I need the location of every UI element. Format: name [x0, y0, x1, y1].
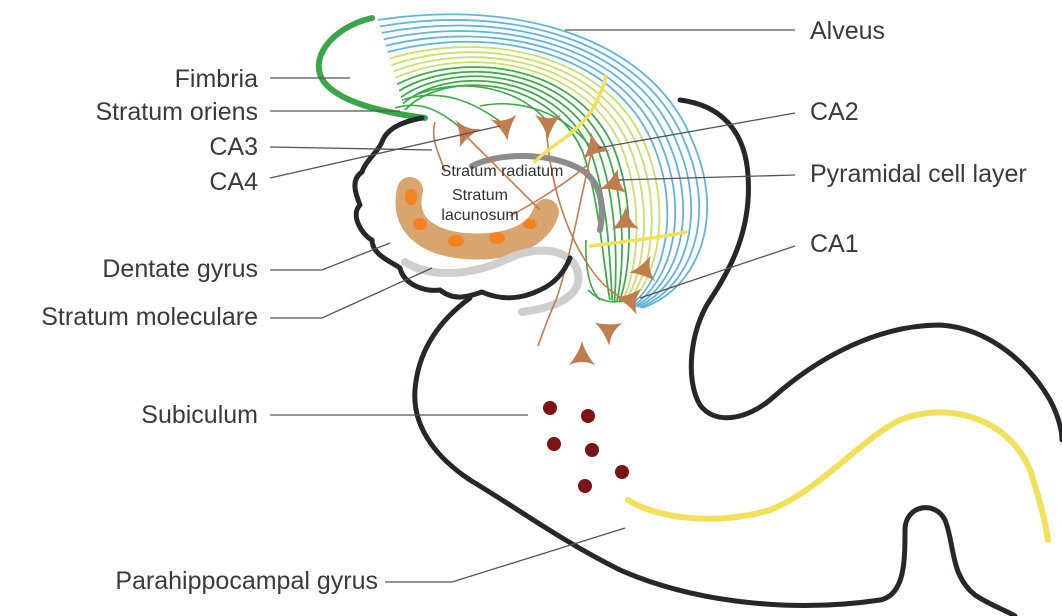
leader-pyramidal-cell-layer: [618, 175, 795, 180]
pyramidal-cell: [569, 341, 595, 365]
label-ca2: CA2: [810, 98, 859, 126]
subiculum-cell: [547, 437, 561, 451]
label-pyramidal-cell-layer: Pyramidal cell layer: [810, 160, 1027, 188]
label-stratum-moleculare: Stratum moleculare: [41, 303, 258, 331]
pyramidal-cell: [491, 115, 521, 143]
granule-cell: [523, 219, 537, 229]
fimbria-band: [319, 18, 425, 118]
pyramidal-cell: [589, 311, 623, 346]
pyramidal-cell: [448, 120, 481, 151]
subiculum-cell: [615, 465, 629, 479]
label-stratum-lacunosum-line1: Stratum: [452, 187, 508, 204]
subiculum-cell: [578, 479, 592, 493]
granule-cell: [489, 232, 505, 244]
yellow-fibre-lower: [628, 412, 1048, 540]
subiculum-cell: [581, 409, 595, 423]
label-alveus: Alveus: [810, 17, 885, 45]
label-stratum-oriens: Stratum oriens: [95, 98, 258, 126]
label-stratum-radiatum: Stratum radiatum: [441, 163, 564, 180]
subiculum-cell: [543, 401, 557, 415]
ca-outer-outline: [680, 100, 1062, 440]
label-stratum-lacunosum-line2: lacunosum: [441, 207, 518, 224]
label-ca4: CA4: [209, 168, 258, 196]
pyramidal-cell: [535, 115, 561, 139]
pyramidal-cell: [574, 132, 609, 167]
fibre-arcs: [378, 14, 707, 308]
leader-ca2: [598, 113, 795, 148]
label-dentate-gyrus: Dentate gyrus: [102, 255, 258, 283]
granule-cell: [448, 235, 464, 247]
subiculum-cells: [543, 401, 629, 493]
subiculum-cell: [585, 443, 599, 457]
label-fimbria: Fimbria: [175, 65, 258, 93]
label-ca3: CA3: [209, 133, 258, 161]
label-subiculum: Subiculum: [141, 401, 258, 429]
leader-stratum-moleculare: [270, 268, 432, 318]
subiculum-outline: [415, 298, 1015, 616]
granule-cell: [413, 218, 427, 230]
granule-cell: [405, 189, 417, 205]
label-parahippocampal-gyrus: Parahippocampal gyrus: [115, 567, 378, 595]
label-ca1: CA1: [810, 230, 859, 258]
